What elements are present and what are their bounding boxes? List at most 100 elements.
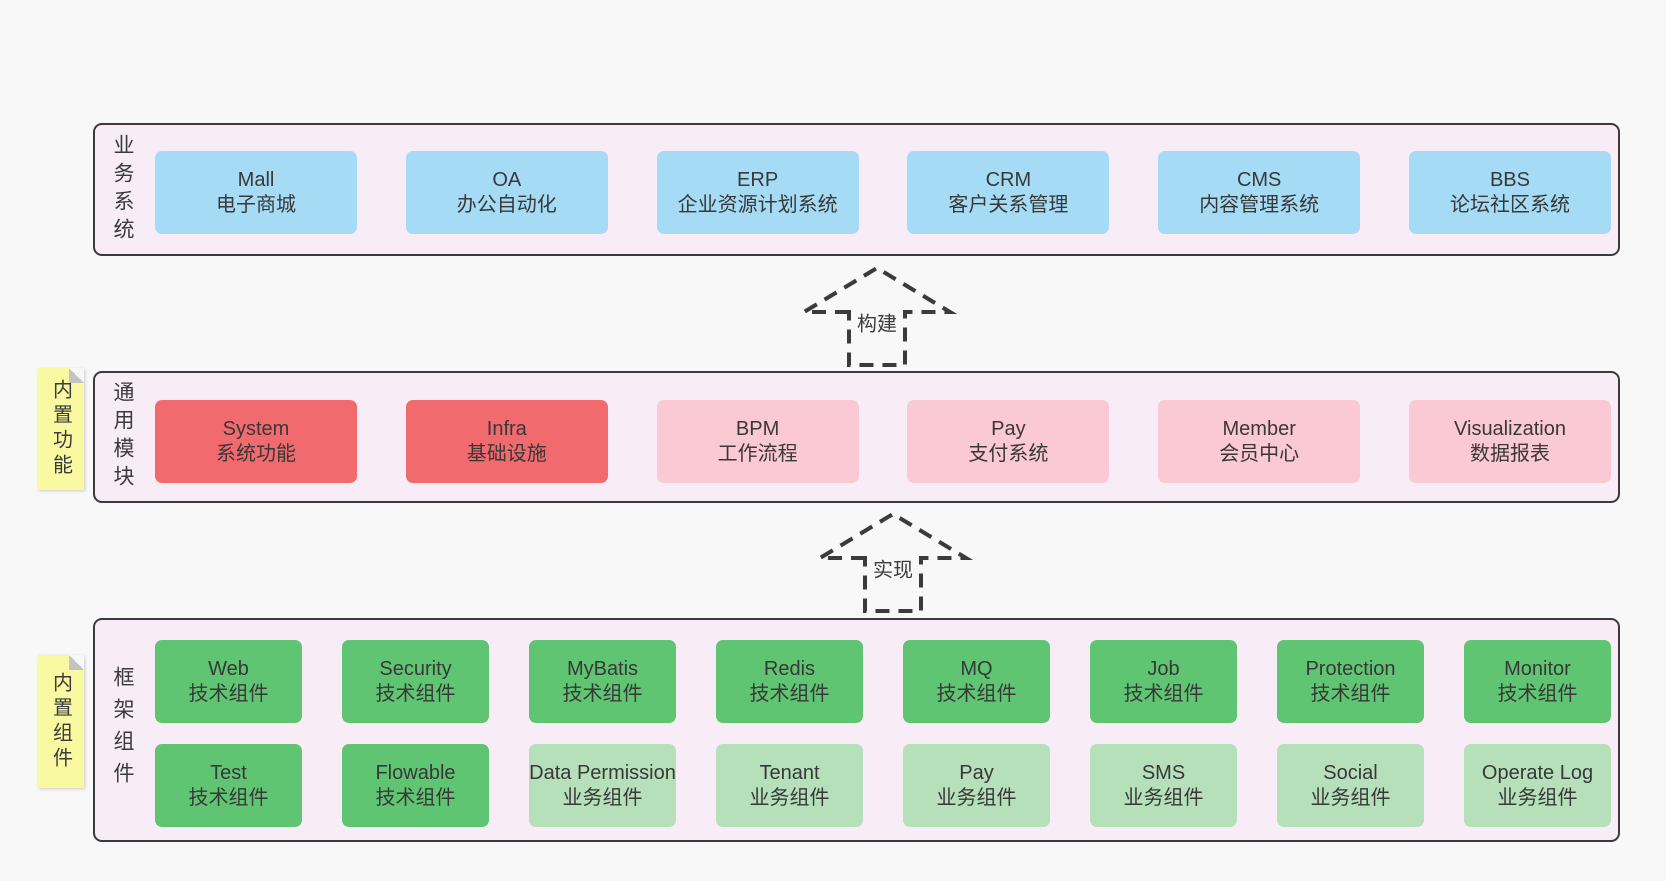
box-flowable: Flowable 技术组件 [342, 744, 489, 827]
box-title: CRM [985, 168, 1032, 191]
box-title: Job [1147, 657, 1180, 680]
box-subtitle: 技术组件 [1123, 682, 1204, 705]
box-subtitle: 办公自动化 [456, 193, 557, 216]
box-subtitle: 工作流程 [717, 442, 798, 465]
box-subtitle: 业务组件 [1123, 786, 1204, 809]
box-title: Test [210, 761, 247, 784]
box-protection: Protection 技术组件 [1277, 640, 1424, 723]
note-fold-corner-icon [69, 368, 84, 383]
framework-components-row-1: Web 技术组件 Security 技术组件 MyBatis 技术组件 Redi… [155, 640, 1611, 723]
note-built-in-components-label: 内置组件 [49, 671, 72, 772]
band-business-systems-label: 业务系统 [111, 133, 134, 246]
box-title: Social [1323, 761, 1378, 784]
band-framework-components: 框架组件 Web 技术组件 Security 技术组件 MyBatis 技术组件… [93, 618, 1620, 842]
box-cms: CMS 内容管理系统 [1158, 151, 1361, 234]
box-title: Flowable [375, 761, 456, 784]
box-subtitle: 会员中心 [1219, 442, 1300, 465]
box-system: System 系统功能 [155, 400, 357, 483]
build-arrow-icon [800, 265, 958, 367]
box-member: Member 会员中心 [1158, 400, 1361, 483]
box-mall: Mall 电子商城 [155, 151, 357, 234]
box-subtitle: 企业资源计划系统 [677, 193, 838, 216]
box-social: Social 业务组件 [1277, 744, 1424, 827]
box-visualization: Visualization 数据报表 [1408, 400, 1611, 483]
box-subtitle: 系统功能 [216, 442, 296, 465]
box-operate-log: Operate Log 业务组件 [1464, 744, 1611, 827]
band-common-modules: 通用模块 System 系统功能 Infra 基础设施 BPM 工作流程 Pay… [93, 371, 1620, 503]
box-infra: Infra 基础设施 [405, 400, 608, 483]
framework-components-row-2: Test 技术组件 Flowable 技术组件 Data Permission … [155, 744, 1611, 827]
box-subtitle: 技术组件 [562, 682, 643, 705]
box-subtitle: 技术组件 [1310, 682, 1391, 705]
box-subtitle: 客户关系管理 [948, 193, 1069, 216]
box-title: Tenant [759, 761, 820, 784]
box-test: Test 技术组件 [155, 744, 302, 827]
box-oa: OA 办公自动化 [405, 151, 608, 234]
box-subtitle: 技术组件 [188, 786, 269, 809]
box-mybatis: MyBatis 技术组件 [529, 640, 676, 723]
implement-arrow-label: 实现 [869, 551, 917, 585]
box-bbs: BBS 论坛社区系统 [1408, 151, 1611, 234]
common-modules-box-row: System 系统功能 Infra 基础设施 BPM 工作流程 Pay 支付系统… [155, 400, 1611, 483]
box-title: BBS [1489, 168, 1530, 191]
band-business-systems: 业务系统 Mall 电子商城 OA 办公自动化 ERP 企业资源计划系统 CRM… [93, 123, 1620, 256]
box-subtitle: 业务组件 [1310, 786, 1391, 809]
business-systems-box-row: Mall 电子商城 OA 办公自动化 ERP 企业资源计划系统 CRM 客户关系… [155, 151, 1611, 234]
box-subtitle: 技术组件 [375, 682, 456, 705]
box-subtitle: 业务组件 [1497, 786, 1578, 809]
box-subtitle: 基础设施 [466, 442, 547, 465]
box-subtitle: 技术组件 [749, 682, 830, 705]
box-subtitle: 业务组件 [936, 786, 1017, 809]
box-title: Pay [991, 417, 1026, 440]
box-subtitle: 业务组件 [749, 786, 830, 809]
box-subtitle: 论坛社区系统 [1449, 193, 1570, 216]
box-subtitle: 技术组件 [188, 682, 269, 705]
box-subtitle: 技术组件 [1497, 682, 1578, 705]
box-subtitle: 内容管理系统 [1199, 193, 1320, 216]
box-subtitle: 技术组件 [936, 682, 1017, 705]
note-built-in-features: 内置功能 [38, 368, 84, 490]
box-title: SMS [1141, 761, 1186, 784]
box-title: BPM [735, 417, 780, 440]
box-title: MQ [960, 657, 993, 680]
box-redis: Redis 技术组件 [716, 640, 863, 723]
band-common-modules-label: 通用模块 [111, 381, 134, 493]
box-title: Security [379, 657, 452, 680]
build-arrow-label: 构建 [853, 305, 901, 339]
note-built-in-components: 内置组件 [38, 655, 84, 788]
box-title: Monitor [1504, 657, 1571, 680]
box-mq: MQ 技术组件 [903, 640, 1050, 723]
box-title: Web [208, 657, 249, 680]
box-pay: Pay 支付系统 [907, 400, 1110, 483]
note-built-in-features-label: 内置功能 [49, 379, 72, 479]
box-title: Protection [1305, 657, 1396, 680]
box-title: Infra [486, 417, 527, 440]
box-subtitle: 业务组件 [562, 786, 643, 809]
box-monitor: Monitor 技术组件 [1464, 640, 1611, 723]
box-tenant: Tenant 业务组件 [716, 744, 863, 827]
box-title: Mall [237, 168, 275, 191]
box-bpm: BPM 工作流程 [656, 400, 859, 483]
box-subtitle: 数据报表 [1469, 442, 1550, 465]
box-title: Redis [763, 657, 816, 680]
box-pay-business: Pay 业务组件 [903, 744, 1050, 827]
band-framework-components-label: 框架组件 [111, 666, 134, 794]
box-subtitle: 支付系统 [968, 442, 1049, 465]
box-title: Member [1222, 417, 1296, 440]
box-title: MyBatis [566, 657, 639, 680]
note-fold-corner-icon [69, 655, 84, 670]
box-title: CMS [1236, 168, 1282, 191]
box-data-permission: Data Permission 业务组件 [529, 744, 676, 827]
box-title: Pay [959, 761, 994, 784]
box-title: Operate Log [1481, 761, 1594, 784]
box-job: Job 技术组件 [1090, 640, 1237, 723]
box-security: Security 技术组件 [342, 640, 489, 723]
box-web: Web 技术组件 [155, 640, 302, 723]
box-subtitle: 电子商城 [216, 193, 296, 216]
box-erp: ERP 企业资源计划系统 [656, 151, 859, 234]
box-title: OA [492, 168, 522, 191]
box-title: ERP [737, 168, 779, 191]
box-sms: SMS 业务组件 [1090, 744, 1237, 827]
box-subtitle: 技术组件 [375, 786, 456, 809]
implement-arrow-icon [816, 511, 974, 613]
